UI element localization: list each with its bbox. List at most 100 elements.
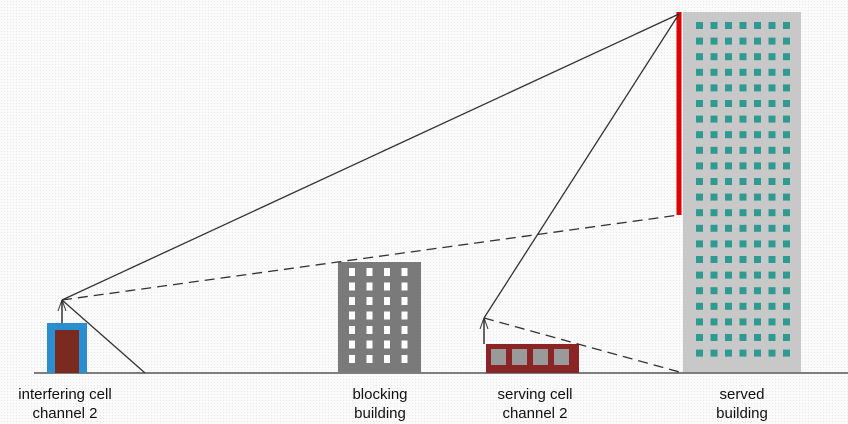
window bbox=[783, 100, 790, 107]
window bbox=[696, 193, 703, 201]
window bbox=[783, 224, 790, 232]
window bbox=[739, 193, 747, 201]
window bbox=[754, 37, 761, 45]
window bbox=[783, 115, 790, 123]
window bbox=[696, 131, 703, 139]
window bbox=[384, 326, 390, 334]
served-building bbox=[683, 12, 801, 372]
window bbox=[754, 53, 761, 61]
window bbox=[554, 349, 569, 365]
window bbox=[783, 349, 790, 357]
window bbox=[768, 162, 776, 170]
window bbox=[384, 311, 390, 320]
window bbox=[349, 355, 355, 363]
window bbox=[783, 37, 790, 45]
window bbox=[710, 146, 718, 154]
window bbox=[384, 355, 390, 363]
window bbox=[725, 209, 732, 217]
window bbox=[696, 256, 703, 263]
window bbox=[349, 282, 355, 291]
window bbox=[725, 302, 732, 310]
window bbox=[725, 256, 732, 263]
window bbox=[754, 146, 761, 154]
window bbox=[710, 302, 718, 310]
window bbox=[754, 178, 761, 185]
window bbox=[710, 115, 718, 123]
window bbox=[384, 282, 390, 291]
window bbox=[783, 287, 790, 295]
window bbox=[768, 100, 776, 107]
window bbox=[725, 115, 732, 123]
window bbox=[754, 84, 761, 92]
blocking-building-label-line2: building bbox=[354, 405, 406, 422]
window bbox=[739, 256, 747, 263]
window bbox=[754, 22, 761, 29]
window bbox=[696, 240, 703, 248]
window bbox=[739, 22, 747, 29]
window bbox=[754, 318, 761, 326]
window bbox=[725, 84, 732, 92]
window bbox=[768, 84, 776, 92]
window bbox=[783, 318, 790, 326]
window bbox=[725, 178, 732, 185]
window bbox=[754, 334, 761, 341]
window bbox=[710, 240, 718, 248]
window bbox=[366, 326, 373, 334]
window bbox=[710, 334, 718, 341]
window bbox=[384, 297, 390, 305]
window bbox=[754, 193, 761, 201]
window bbox=[754, 256, 761, 263]
window bbox=[401, 326, 408, 334]
window bbox=[783, 162, 790, 170]
interfering-cell-shelter bbox=[47, 323, 87, 373]
window bbox=[783, 271, 790, 279]
window bbox=[696, 100, 703, 107]
window bbox=[384, 340, 390, 349]
window bbox=[754, 131, 761, 139]
window bbox=[783, 53, 790, 61]
window bbox=[401, 355, 408, 363]
window bbox=[401, 340, 408, 349]
window bbox=[754, 224, 761, 232]
blocking-building-label: blocking building bbox=[330, 385, 430, 423]
window bbox=[725, 318, 732, 326]
window bbox=[754, 349, 761, 357]
window bbox=[768, 37, 776, 45]
window bbox=[783, 193, 790, 201]
window bbox=[754, 115, 761, 123]
window bbox=[768, 193, 776, 201]
window bbox=[710, 256, 718, 263]
window bbox=[401, 282, 408, 291]
window bbox=[725, 162, 732, 170]
window bbox=[349, 311, 355, 320]
window bbox=[710, 349, 718, 357]
blocking-building-windows bbox=[349, 268, 408, 363]
window bbox=[725, 68, 732, 76]
window bbox=[725, 53, 732, 61]
window bbox=[739, 68, 747, 76]
serving-building-windows bbox=[491, 349, 569, 365]
window bbox=[768, 318, 776, 326]
window bbox=[739, 349, 747, 357]
window bbox=[366, 282, 373, 291]
window bbox=[710, 287, 718, 295]
window bbox=[710, 37, 718, 45]
window bbox=[739, 84, 747, 92]
window bbox=[783, 178, 790, 185]
window bbox=[696, 178, 703, 185]
window bbox=[349, 326, 355, 334]
window bbox=[739, 131, 747, 139]
window bbox=[768, 256, 776, 263]
interfering-ray-to-ground bbox=[61, 299, 146, 374]
window bbox=[783, 68, 790, 76]
window bbox=[710, 68, 718, 76]
window bbox=[783, 131, 790, 139]
window bbox=[739, 37, 747, 45]
window bbox=[710, 178, 718, 185]
serving-antenna bbox=[479, 317, 489, 344]
window bbox=[349, 268, 355, 276]
window bbox=[366, 268, 373, 276]
window bbox=[696, 302, 703, 310]
